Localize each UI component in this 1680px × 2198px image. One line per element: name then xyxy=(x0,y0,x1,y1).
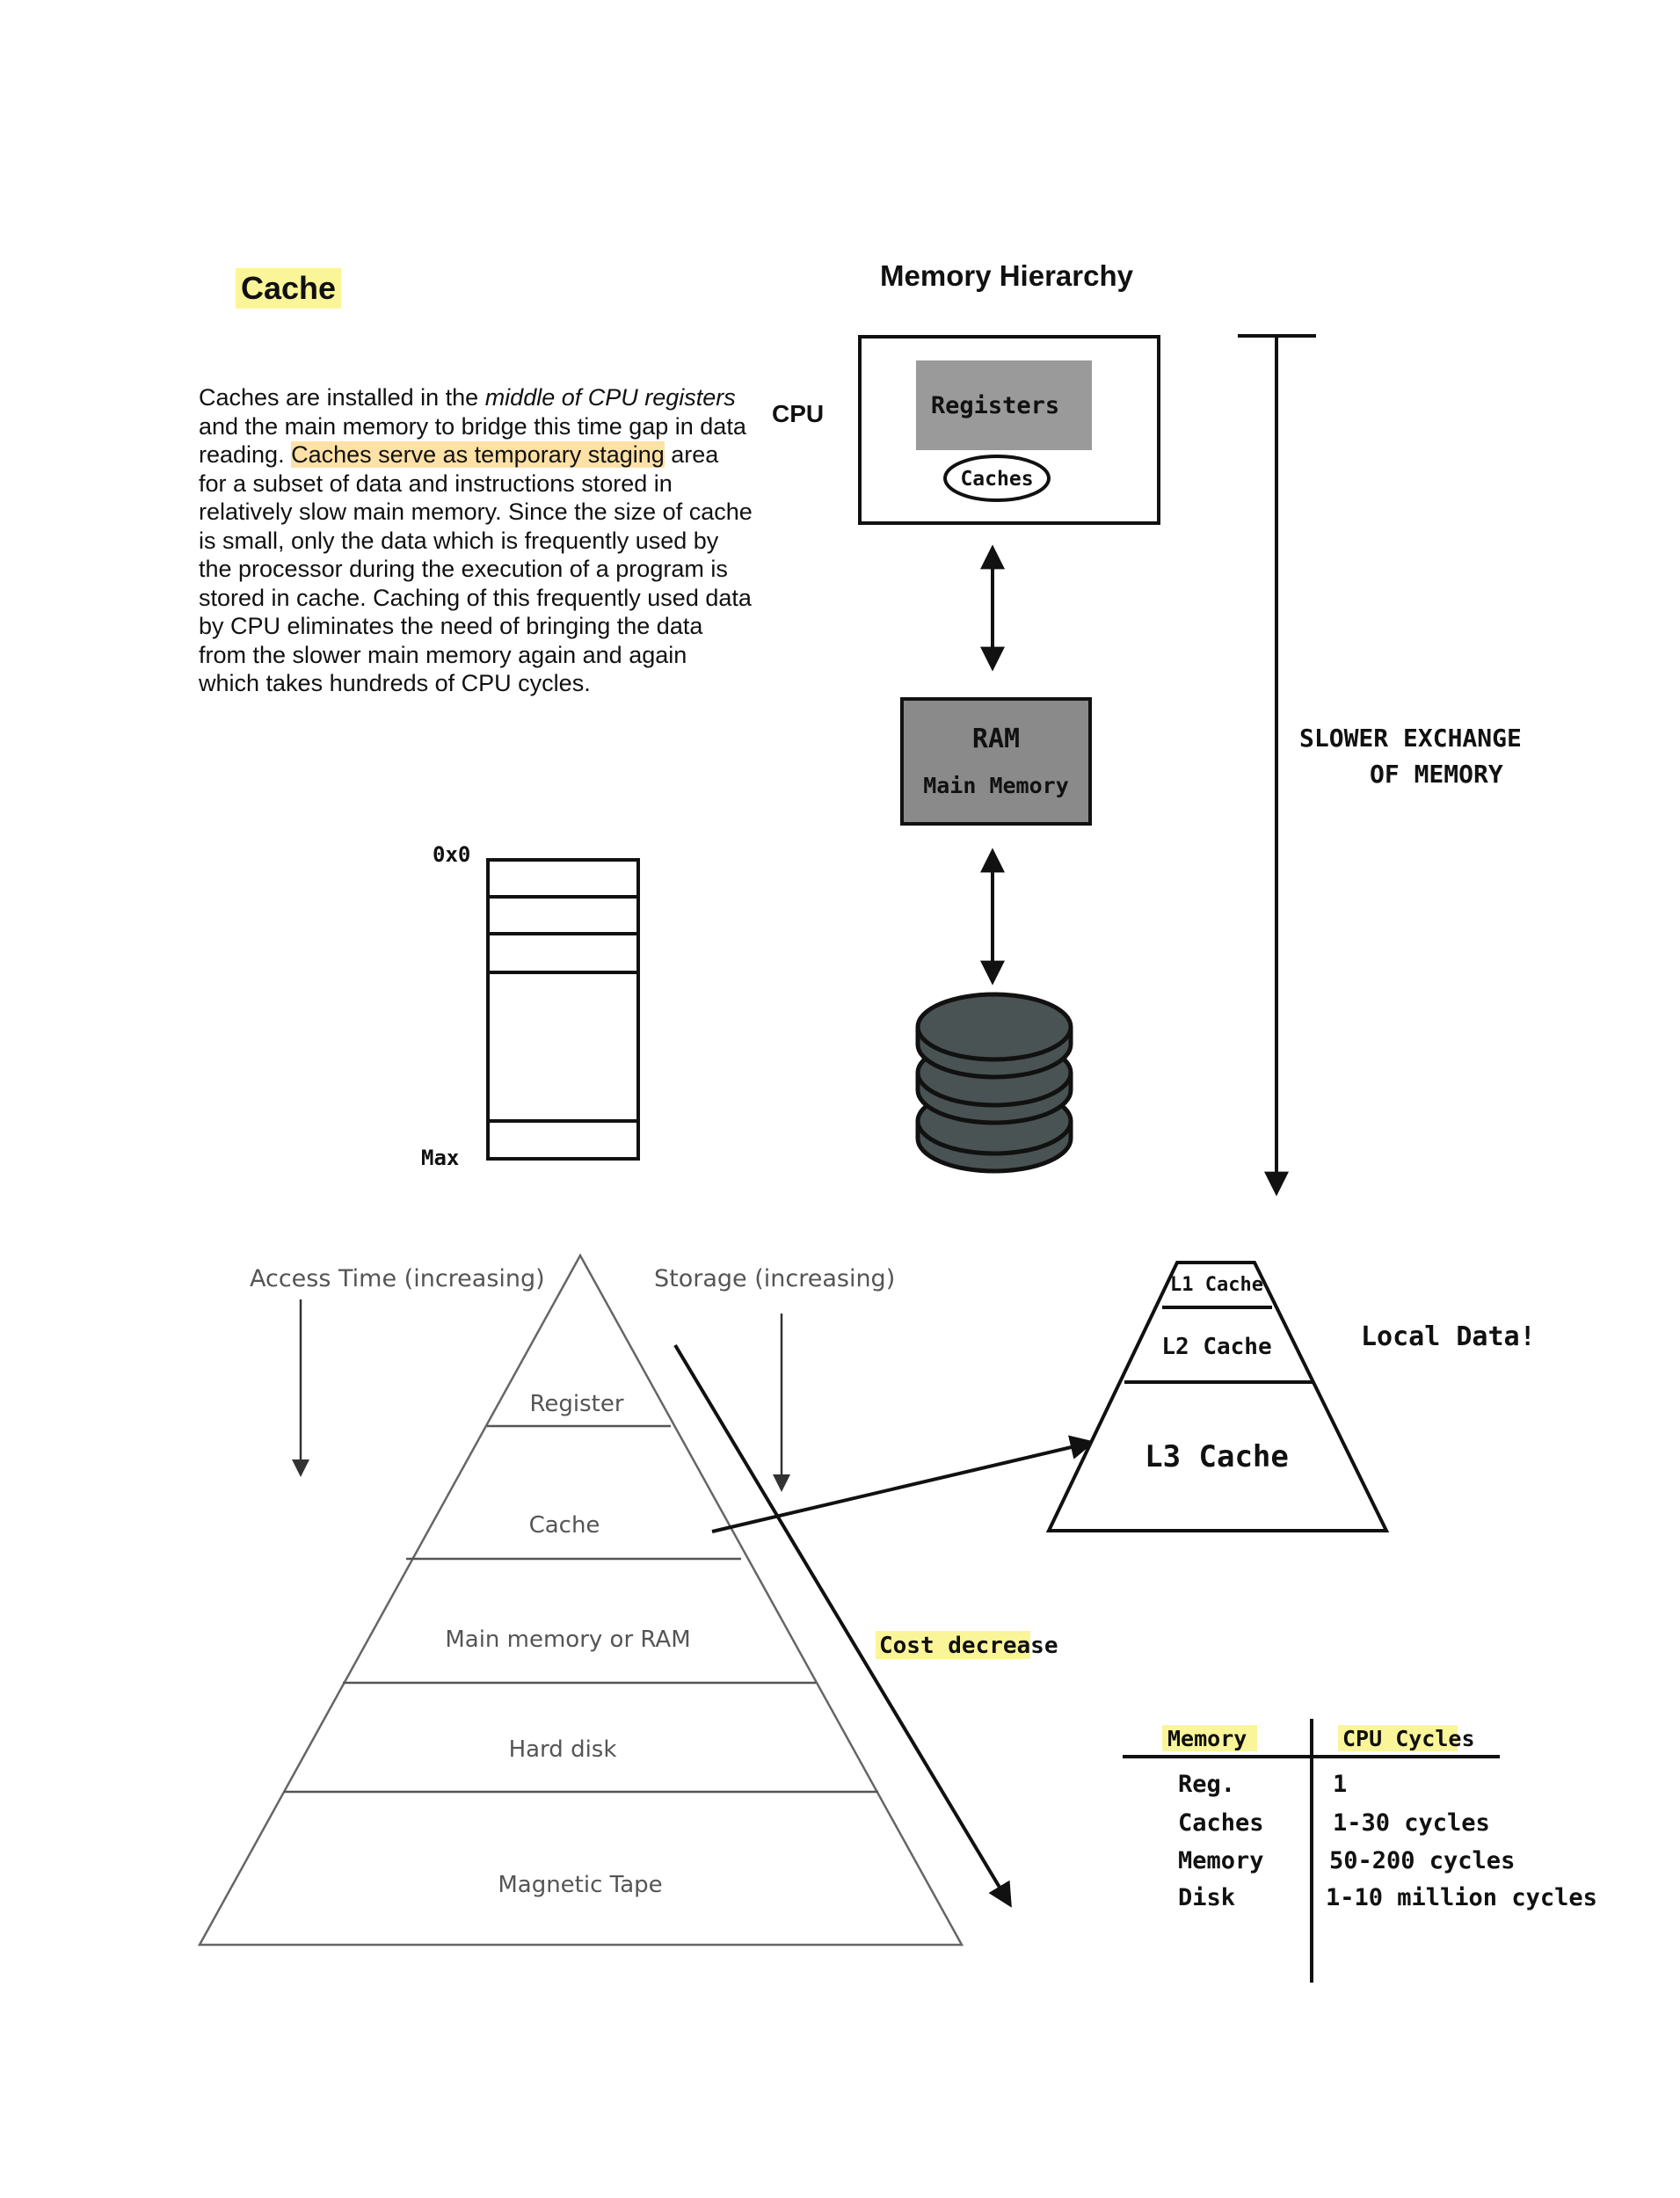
local-data-note: Local Data! xyxy=(1361,1321,1536,1352)
cost-decrease-arrow xyxy=(673,1343,1012,1908)
pyramid-level-hard-disk: Hard disk xyxy=(509,1736,617,1763)
page-title: Cache xyxy=(236,268,342,309)
cycles-table: Memory CPU Cycles Reg. 1 Caches 1-30 cyc… xyxy=(1123,1719,1597,1983)
ram-label: RAM xyxy=(972,724,1020,754)
paragraph-text: and the main memory to bridge this time … xyxy=(199,412,746,469)
slower-label-line1: SLOWER EXCHANGE xyxy=(1299,724,1522,753)
cache-pyramid: L1 Cache L2 Cache L3 Cache xyxy=(1045,1261,1390,1532)
table-cell-memory: Disk xyxy=(1178,1884,1235,1911)
table-cell-memory: Memory xyxy=(1178,1847,1264,1874)
address-top-label: 0x0 xyxy=(433,842,470,867)
l3-cache-label: L3 Cache xyxy=(1145,1439,1289,1474)
cpu-box: Registers Caches xyxy=(858,335,1160,525)
caches-label: Caches xyxy=(960,468,1033,491)
table-header-cpu-cycles: CPU Cycles xyxy=(1342,1726,1475,1751)
table-cell-cycles: 1-30 cycles xyxy=(1333,1809,1490,1837)
registers-box xyxy=(916,360,1092,450)
l1-cache-label: L1 Cache xyxy=(1170,1274,1263,1296)
l2-cache-label: L2 Cache xyxy=(1161,1334,1271,1360)
cpu-label: CPU xyxy=(772,400,825,427)
memory-hierarchy-title: Memory Hierarchy xyxy=(880,259,1133,292)
memory-header-highlight xyxy=(1162,1725,1257,1751)
paragraph-text: Caches are installed in the xyxy=(199,384,485,411)
table-header-memory: Memory xyxy=(1167,1726,1247,1751)
access-time-label: Access Time (increasing) xyxy=(250,1265,545,1292)
registers-label: Registers xyxy=(931,392,1059,419)
cache-to-l3-arrow xyxy=(711,1435,1095,1533)
pyramid-level-cache: Cache xyxy=(529,1512,600,1539)
table-cell-cycles: 1-10 million cycles xyxy=(1326,1884,1597,1911)
paragraph-text: area for a subset of data and instructio… xyxy=(199,441,753,696)
cost-decrease-label: Cost decrease xyxy=(879,1633,1058,1659)
pyramid-level-register: Register xyxy=(529,1391,623,1417)
ram-box: RAM Main Memory xyxy=(900,697,1092,826)
table-cell-cycles: 1 xyxy=(1333,1771,1347,1798)
cycles-header-highlight xyxy=(1338,1725,1458,1751)
slower-label-line2: OF MEMORY xyxy=(1370,760,1503,789)
cost-highlight xyxy=(876,1631,1030,1659)
paragraph-italic: middle of CPU registers xyxy=(484,384,736,411)
address-bottom-label: Max xyxy=(421,1146,459,1170)
pyramid-level-ram: Main memory or RAM xyxy=(445,1627,690,1653)
main-memory-label: Main Memory xyxy=(923,773,1069,798)
intro-paragraph: Caches are installed in the middle of CP… xyxy=(199,383,753,698)
paragraph-highlight: Caches serve as temporary staging xyxy=(291,441,665,468)
memory-pyramid: Register Cache Main memory or RAM Hard d… xyxy=(197,1253,964,1947)
table-cell-memory: Caches xyxy=(1178,1809,1264,1837)
storage-label: Storage (increasing) xyxy=(654,1265,895,1292)
disk-icon xyxy=(915,992,1073,1174)
caches-ellipse xyxy=(943,455,1051,502)
table-cell-cycles: 50-200 cycles xyxy=(1329,1847,1515,1874)
address-table: 0x0 Max xyxy=(421,842,640,1170)
table-cell-memory: Reg. xyxy=(1178,1771,1235,1798)
pyramid-level-magnetic-tape: Magnetic Tape xyxy=(498,1872,662,1898)
